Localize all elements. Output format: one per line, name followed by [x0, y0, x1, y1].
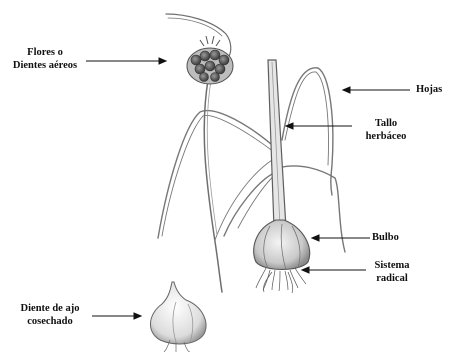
bulb: [254, 220, 310, 270]
label-tallo: Tallo herbáceo: [354, 117, 418, 143]
label-flores: Flores o Dientes aéreos: [6, 46, 84, 72]
label-hojas: Hojas: [416, 83, 442, 96]
label-tallo-line2: herbáceo: [354, 130, 418, 143]
label-diente-line2: cosechado: [6, 315, 94, 328]
label-bulbo: Bulbo: [372, 231, 399, 244]
roots: [256, 268, 306, 293]
label-sistema-line2: radical: [362, 272, 422, 285]
main-stem: [268, 60, 286, 228]
harvested-clove: [150, 282, 206, 352]
label-bulbo-text: Bulbo: [372, 231, 399, 244]
label-diente: Diente de ajo cosechado: [6, 302, 94, 328]
label-flores-line1: Flores o: [6, 46, 84, 59]
label-tallo-line1: Tallo: [354, 117, 418, 130]
label-hojas-text: Hojas: [416, 83, 442, 96]
label-diente-line1: Diente de ajo: [6, 302, 94, 315]
label-sistema: Sistema radical: [362, 259, 422, 285]
flower-head: [187, 36, 233, 84]
label-sistema-line1: Sistema: [362, 259, 422, 272]
label-flores-line2: Dientes aéreos: [6, 59, 84, 72]
leaves: [158, 68, 345, 252]
